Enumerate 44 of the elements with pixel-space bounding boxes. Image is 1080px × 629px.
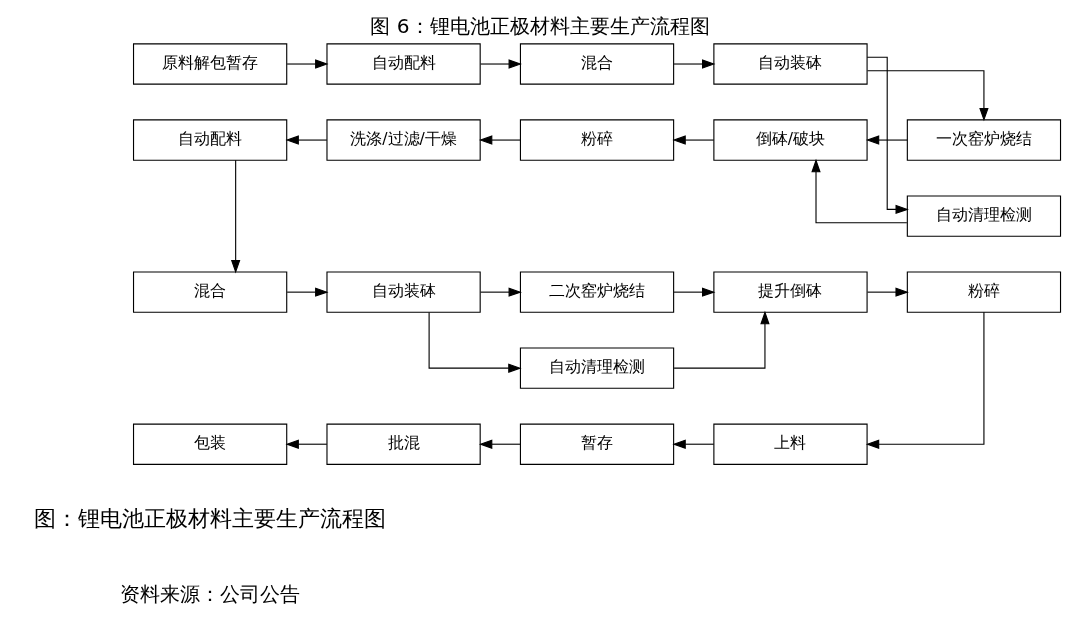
node-box: 倒砵/破块	[713, 119, 868, 161]
node-box: 洗涤/过滤/干燥	[326, 119, 481, 161]
arrow	[480, 59, 522, 69]
node-box: 批混	[326, 423, 481, 465]
arrow	[673, 287, 716, 297]
node-box: 暂存	[519, 423, 675, 465]
arrow	[286, 287, 329, 297]
node-box: 自动清理检测	[519, 347, 675, 389]
node-box: 包装	[132, 423, 288, 465]
arrow	[285, 135, 328, 145]
arrow	[285, 439, 328, 449]
node-box: 二次窑炉烧结	[519, 271, 675, 313]
node-box: 提升倒砵	[713, 271, 868, 313]
node-box: 上料	[713, 423, 868, 465]
arrow	[865, 135, 908, 145]
arrow	[478, 135, 521, 145]
arrow	[811, 158, 908, 224]
node-box: 原料解包暂存	[132, 43, 288, 85]
arrow	[478, 439, 521, 449]
node-box: 粉碎	[519, 119, 675, 161]
arrow	[230, 159, 241, 274]
label: 图：锂电池正极材料主要生产流程图	[34, 504, 387, 531]
node-box: 自动装砵	[713, 43, 868, 85]
arrow	[866, 287, 909, 297]
node-box: 混合	[519, 43, 675, 85]
arrow	[865, 311, 985, 449]
node-box: 自动清理检测	[906, 195, 1062, 237]
node-box: 自动装砵	[326, 271, 481, 313]
node-box: 自动配料	[326, 43, 481, 85]
diagram-title: 图 6：锂电池正极材料主要生产流程图	[370, 14, 710, 39]
arrow	[672, 439, 715, 449]
node-box: 粉碎	[906, 271, 1062, 313]
arrow	[866, 56, 909, 215]
arrow	[428, 311, 522, 373]
node-box: 自动配料	[132, 119, 288, 161]
arrow	[286, 59, 329, 69]
arrow	[672, 135, 715, 145]
arrow	[480, 287, 522, 297]
node-box: 一次窑炉烧结	[906, 119, 1062, 161]
node-box: 混合	[132, 271, 288, 313]
arrow	[673, 310, 770, 369]
arrow	[866, 70, 989, 122]
arrow	[673, 59, 716, 69]
caption: 资料来源：公司公告	[120, 582, 301, 607]
